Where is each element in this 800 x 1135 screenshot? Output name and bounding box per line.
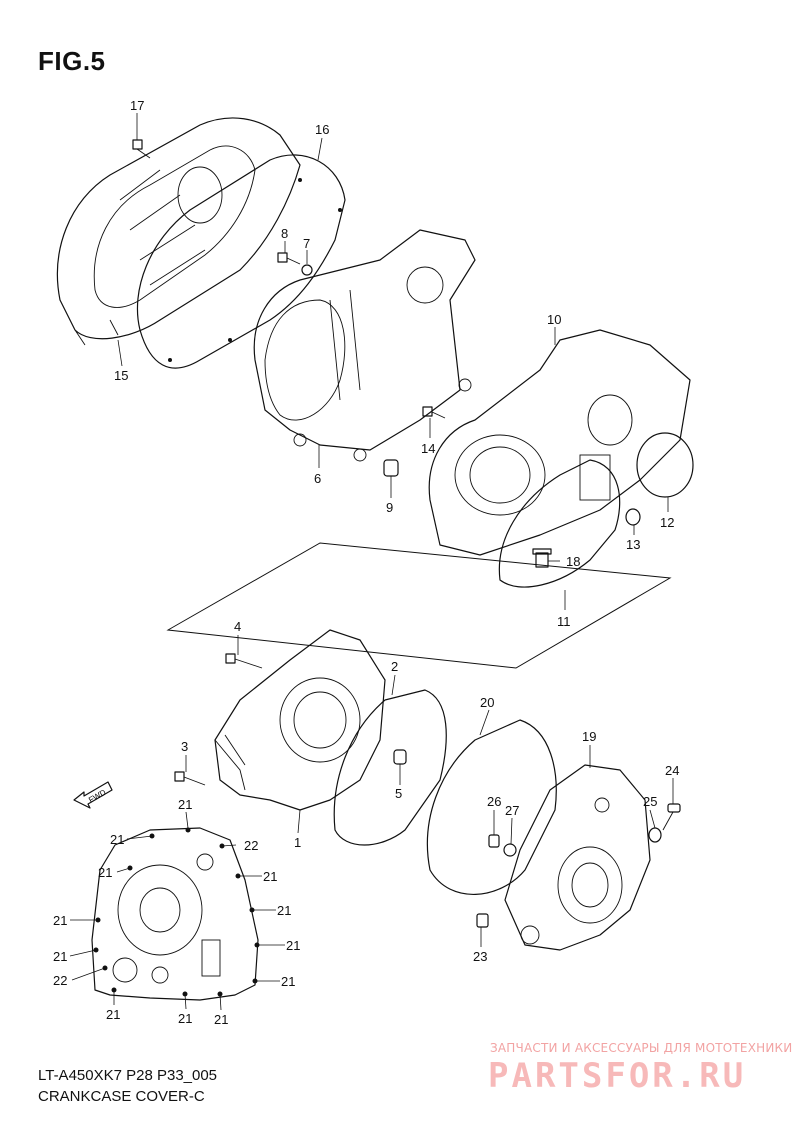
figure-name: CRANKCASE COVER-C <box>38 1088 205 1105</box>
sub-assembly-frame <box>166 542 672 669</box>
callout-21-f: 21 <box>286 938 300 953</box>
bolt-17-drawing <box>132 139 151 159</box>
washer-7-drawing <box>301 264 313 276</box>
callout-21-h: 21 <box>53 913 67 928</box>
watermark-tagline: ЗАПЧАСТИ И АКСЕССУАРЫ ДЛЯ МОТОТЕХНИКИ <box>490 1041 793 1055</box>
leader-lines <box>69 113 674 1011</box>
callout-21-b: 21 <box>110 832 124 847</box>
cover-1-drawing <box>214 629 386 811</box>
callout-21-k: 21 <box>178 1011 192 1026</box>
dowel-23-drawing <box>476 913 489 928</box>
callout-5: 5 <box>395 786 402 801</box>
bolt-14-drawing <box>422 406 446 419</box>
o-ring-13-drawing <box>625 508 641 526</box>
callout-19: 19 <box>582 729 596 744</box>
callout-26: 26 <box>487 794 501 809</box>
callout-6: 6 <box>314 471 321 486</box>
callout-27: 27 <box>505 803 519 818</box>
callout-11: 11 <box>557 614 571 629</box>
callout-24: 24 <box>665 763 679 778</box>
callout-21-g: 21 <box>281 974 295 989</box>
gasket-12-drawing <box>636 432 694 498</box>
callout-21-j: 21 <box>106 1007 120 1022</box>
callout-7: 7 <box>303 236 310 251</box>
gasket-11-drawing <box>498 459 621 588</box>
callouts: 17 16 8 7 15 10 14 6 9 12 13 18 11 4 2 3… <box>53 98 679 1027</box>
callout-25: 25 <box>643 794 657 809</box>
callout-8: 8 <box>281 226 288 241</box>
callout-20: 20 <box>480 695 494 710</box>
washer-27-drawing <box>503 843 517 857</box>
watermark-logo: PARTSFOR.RU <box>488 1056 747 1096</box>
gasket-20-drawing <box>426 719 557 895</box>
callout-1: 1 <box>294 835 301 850</box>
callout-21-c: 21 <box>98 865 112 880</box>
o-ring-25-drawing <box>648 827 662 843</box>
callout-2: 2 <box>391 659 398 674</box>
callout-14: 14 <box>421 441 435 456</box>
callout-4: 4 <box>234 619 241 634</box>
callout-15: 15 <box>114 368 128 383</box>
callout-18: 18 <box>566 554 580 569</box>
callout-21-d: 21 <box>263 869 277 884</box>
dowel-9-drawing <box>383 459 399 477</box>
callout-13: 13 <box>626 537 640 552</box>
fwd-label: FWD <box>87 788 107 805</box>
plug-18-drawing <box>532 548 552 568</box>
gasket-2-drawing <box>333 689 447 846</box>
bolt-8-drawing <box>277 252 301 265</box>
bolt-3-drawing <box>174 771 206 786</box>
callout-17: 17 <box>130 98 144 113</box>
callout-22-left: 22 <box>53 973 67 988</box>
fwd-arrow-icon: FWD <box>73 781 113 809</box>
dowel-5-drawing <box>393 749 407 765</box>
callout-12: 12 <box>660 515 674 530</box>
plug-24-drawing <box>662 803 681 831</box>
callout-21-e: 21 <box>277 903 291 918</box>
callout-9: 9 <box>386 500 393 515</box>
figure-title: FIG.5 <box>38 46 106 76</box>
figure-code: LT-A450XK7 P28 P33_005 <box>38 1067 218 1084</box>
cover-bolt-view-drawing <box>91 827 260 1001</box>
callout-10: 10 <box>547 312 561 327</box>
callout-3: 3 <box>181 739 188 754</box>
callout-22-top: 22 <box>244 838 258 853</box>
callout-21-i: 21 <box>53 949 67 964</box>
bolt-4-drawing <box>225 653 263 669</box>
bolt-26-drawing <box>488 834 500 848</box>
callout-23: 23 <box>473 949 487 964</box>
callout-21-a: 21 <box>178 797 192 812</box>
callout-16: 16 <box>315 122 329 137</box>
cover-19-drawing <box>504 764 651 951</box>
callout-21-l: 21 <box>214 1012 228 1027</box>
inner-cover-6-drawing <box>253 229 476 462</box>
cover-10-drawing <box>428 329 691 556</box>
gasket-16-drawing <box>136 154 346 369</box>
